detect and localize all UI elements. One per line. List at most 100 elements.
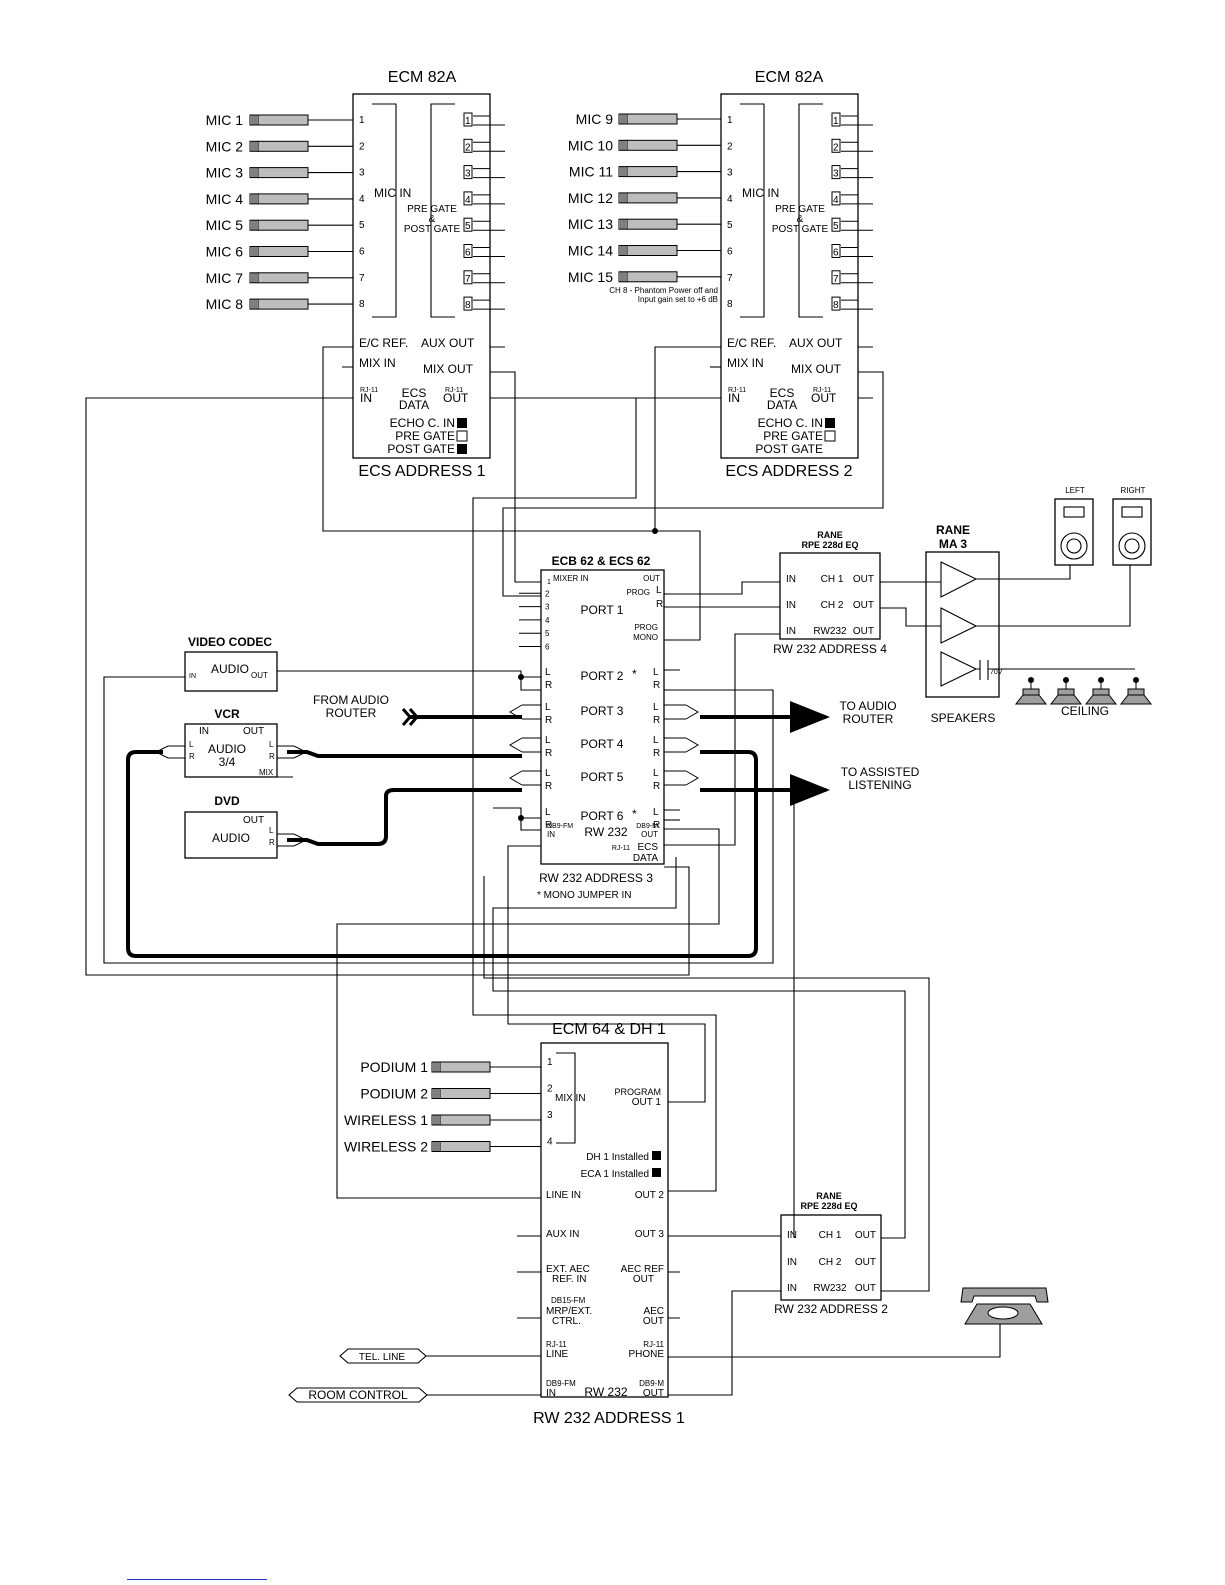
svg-text:L: L — [545, 702, 551, 713]
svg-text:IN: IN — [189, 673, 196, 680]
footer-link-line[interactable] — [127, 1579, 267, 1580]
svg-text:PHONE: PHONE — [628, 1349, 664, 1360]
svg-text:IN: IN — [728, 391, 740, 405]
svg-text:DVD: DVD — [214, 794, 240, 808]
ecm1-mix-in: MIX IN — [359, 356, 396, 370]
svg-text:PRE GATE: PRE GATE — [395, 429, 455, 443]
svg-text:&: & — [429, 214, 436, 225]
mic-icon — [249, 272, 309, 284]
ecm2-out-ch: 7 — [833, 274, 839, 285]
svg-text:MIX OUT: MIX OUT — [791, 362, 842, 376]
svg-text:MA 3: MA 3 — [939, 537, 968, 551]
svg-text:DATA: DATA — [399, 398, 429, 412]
wiring — [85, 346, 1001, 1396]
svg-text:PRE GATE: PRE GATE — [763, 429, 823, 443]
rane-eq-unit-2: RANE RPE 228d EQ IN CH 1 OUT IN CH 2 OUT… — [774, 1191, 888, 1316]
svg-text:PROG: PROG — [634, 623, 658, 632]
mic-icon — [431, 1088, 491, 1099]
svg-text:RJ-11: RJ-11 — [360, 387, 378, 394]
svg-text:DATA: DATA — [767, 398, 797, 412]
svg-text:OUT: OUT — [443, 391, 469, 405]
ecm1-in-ch: 4 — [359, 194, 365, 205]
svg-text:OUT: OUT — [251, 671, 268, 680]
svg-text:ROUTER: ROUTER — [843, 712, 894, 726]
svg-text:IN: IN — [787, 1283, 797, 1294]
ecm2-mic-label: MIC 14 — [568, 243, 613, 259]
svg-text:OUT: OUT — [643, 1316, 664, 1327]
eq1-address: RW 232 ADDRESS 4 — [773, 642, 887, 656]
ecm1-aux-out: AUX OUT — [421, 336, 475, 350]
ecm1-in-ch: 3 — [359, 168, 365, 179]
svg-text:IN: IN — [786, 626, 796, 637]
ecm2-mic-label: MIC 9 — [576, 111, 614, 127]
ecm64-ch-num: 1 — [547, 1057, 553, 1068]
svg-text:MIX IN: MIX IN — [555, 1093, 586, 1104]
mic-icon — [618, 245, 678, 256]
svg-text:R: R — [545, 820, 552, 831]
ecm2-out-ch: 5 — [833, 221, 839, 232]
svg-text:CH 1: CH 1 — [821, 574, 844, 585]
ecb-input-num: 5 — [545, 629, 550, 638]
ecm64-title: ECM 64 & DH 1 — [552, 1021, 666, 1038]
telephone-icon — [960, 1287, 1049, 1325]
ecm64-input-label: PODIUM 1 — [360, 1059, 428, 1075]
ecm64-ch-num: 2 — [547, 1084, 553, 1095]
ceiling-speaker-icon — [1119, 677, 1153, 705]
svg-text:AUX OUT: AUX OUT — [789, 336, 843, 350]
mic-icon — [618, 271, 678, 283]
svg-text:DB9-FM: DB9-FM — [547, 823, 573, 830]
ecm2-out-ch: 4 — [833, 195, 839, 206]
svg-text:EXT. AEC: EXT. AEC — [546, 1264, 590, 1275]
mic-icon — [249, 193, 309, 205]
svg-text:RJ-11: RJ-11 — [728, 387, 746, 394]
ecm1-out-ch: 3 — [465, 169, 471, 180]
ecm2-in-ch: 6 — [727, 247, 733, 258]
video-codec: VIDEO CODEC IN AUDIO OUT — [184, 635, 278, 692]
svg-text:RANE: RANE — [936, 523, 970, 537]
svg-text:DH 1 Installed: DH 1 Installed — [586, 1152, 649, 1163]
ecm64-input-label: WIRELESS 2 — [344, 1139, 428, 1155]
mic-icon — [618, 218, 678, 230]
svg-text:LINE IN: LINE IN — [546, 1190, 581, 1201]
ecm1-in-ch: 6 — [359, 247, 365, 258]
ecm1-in-ch: 5 — [359, 220, 365, 231]
ecm2-mic-label: MIC 13 — [568, 216, 613, 232]
svg-text:ROOM CONTROL: ROOM CONTROL — [308, 1388, 408, 1402]
svg-text:RJ-11: RJ-11 — [445, 387, 463, 394]
svg-text:Input gain set to +6 dB: Input gain set to +6 dB — [638, 295, 718, 304]
ecm1-address: ECS ADDRESS 1 — [358, 463, 485, 480]
rane-eq-unit-1: RANE RPE 228d EQ IN CH 1 OUT IN CH 2 OUT… — [773, 530, 887, 656]
svg-text:RANE: RANE — [816, 1191, 842, 1201]
svg-text:OUT: OUT — [855, 1257, 876, 1268]
mic-icon — [249, 298, 309, 310]
svg-text:OUT: OUT — [643, 1388, 664, 1399]
ecm1-mic-label: MIC 2 — [206, 138, 244, 154]
svg-text:OUT: OUT — [633, 1274, 654, 1285]
ecm2-mic-label: MIC 11 — [569, 164, 613, 180]
ecm1-pre-gate-label: PRE GATE — [407, 204, 457, 215]
svg-text:VIDEO CODEC: VIDEO CODEC — [188, 635, 272, 649]
ecb-input-num: 2 — [545, 589, 550, 598]
svg-text:IN: IN — [199, 726, 209, 737]
svg-text:ECS: ECS — [402, 386, 427, 400]
ecm1-in-ch: 1 — [359, 115, 365, 126]
svg-text:ECHO C. IN: ECHO C. IN — [758, 416, 823, 430]
ecm2-in-ch: 3 — [727, 168, 733, 179]
svg-text:IN: IN — [787, 1257, 797, 1268]
ecm1-mic-label: MIC 4 — [206, 191, 244, 207]
ecm1-out-ch: 6 — [465, 248, 471, 259]
left-speaker-icon: LEFT — [1054, 486, 1094, 566]
svg-text:IN: IN — [786, 600, 796, 611]
ecm1-mix-out: MIX OUT — [423, 362, 474, 376]
ecb-port-2: PORT 2 — [581, 669, 624, 683]
svg-text:OUT 2: OUT 2 — [635, 1190, 665, 1201]
svg-text:OUT: OUT — [643, 574, 660, 583]
svg-text:CH 2: CH 2 — [821, 600, 844, 611]
mic-icon — [618, 139, 678, 151]
mic-icon — [431, 1141, 491, 1152]
ecm64-ch-num: 3 — [547, 1110, 553, 1121]
ecm1-in-ch: 2 — [359, 141, 365, 152]
ecm1-title: ECM 82A — [388, 69, 457, 86]
